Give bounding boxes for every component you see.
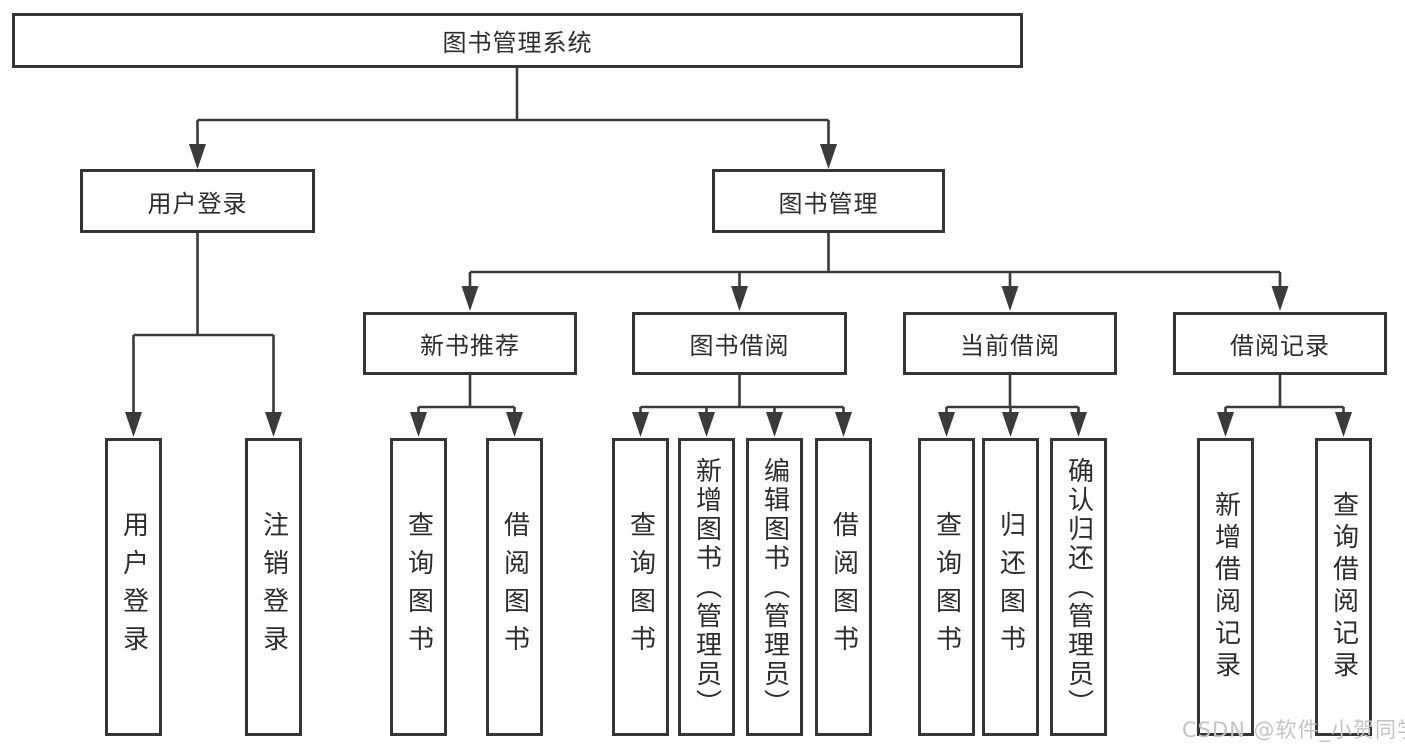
node-user-login: 用户登录 [80,169,315,233]
leaf-label: 借阅图书 [828,511,859,663]
leaf-label: 新增图书（管理员） [691,456,722,718]
leaf-query-books-recommend: 查询图书 [390,438,447,736]
leaf-query-books-current: 查询图书 [918,438,975,736]
leaf-label: 查询借阅记录 [1328,491,1359,683]
tree-edges [132,68,1345,414]
node-borrowing-records-label: 借阅记录 [1230,332,1330,360]
leaf-user-login: 用户登录 [105,438,162,736]
leaf-add-borrow-record: 新增借阅记录 [1197,438,1254,736]
node-borrowing-records: 借阅记录 [1173,312,1387,375]
leaf-label: 归还图书 [995,511,1026,663]
leaf-return-book: 归还图书 [982,438,1039,736]
leaf-logout: 注销登录 [245,438,302,736]
leaf-label: 新增借阅记录 [1210,491,1241,683]
leaf-label: 确认归还（管理员） [1063,456,1094,718]
node-root: 图书管理系统 [12,13,1023,68]
leaf-confirm-return-admin: 确认归还（管理员） [1050,438,1107,736]
node-user-login-label: 用户登录 [147,189,248,218]
leaf-label: 编辑图书（管理员） [759,456,790,718]
node-book-borrowing: 图书借阅 [632,312,847,375]
leaf-label: 注销登录 [258,511,289,663]
leaf-label: 用户登录 [118,511,149,663]
node-book-management: 图书管理 [712,169,945,233]
csdn-watermark: CSDN @软件_小贺同学 [1182,718,1405,742]
leaf-label: 借阅图书 [499,511,530,663]
leaf-edit-book-admin: 编辑图书（管理员） [746,438,803,736]
leaf-label: 查询图书 [403,511,434,663]
leaf-label: 查询图书 [625,511,656,663]
leaf-borrow-books-recommend: 借阅图书 [486,438,543,736]
leaf-query-borrow-record: 查询借阅记录 [1315,438,1372,736]
node-current-borrowing-label: 当前借阅 [960,332,1060,360]
node-current-borrowing: 当前借阅 [903,312,1117,375]
node-new-book-recommend: 新书推荐 [363,312,577,375]
node-book-borrowing-label: 图书借阅 [689,332,790,360]
leaf-query-books-borrowing: 查询图书 [612,438,669,736]
leaf-label: 查询图书 [931,511,962,663]
node-root-label: 图书管理系统 [442,29,593,57]
node-book-management-label: 图书管理 [778,189,879,218]
node-new-book-recommend-label: 新书推荐 [420,332,520,360]
leaf-borrow-books-borrowing: 借阅图书 [815,438,872,736]
leaf-add-book-admin: 新增图书（管理员） [678,438,735,736]
